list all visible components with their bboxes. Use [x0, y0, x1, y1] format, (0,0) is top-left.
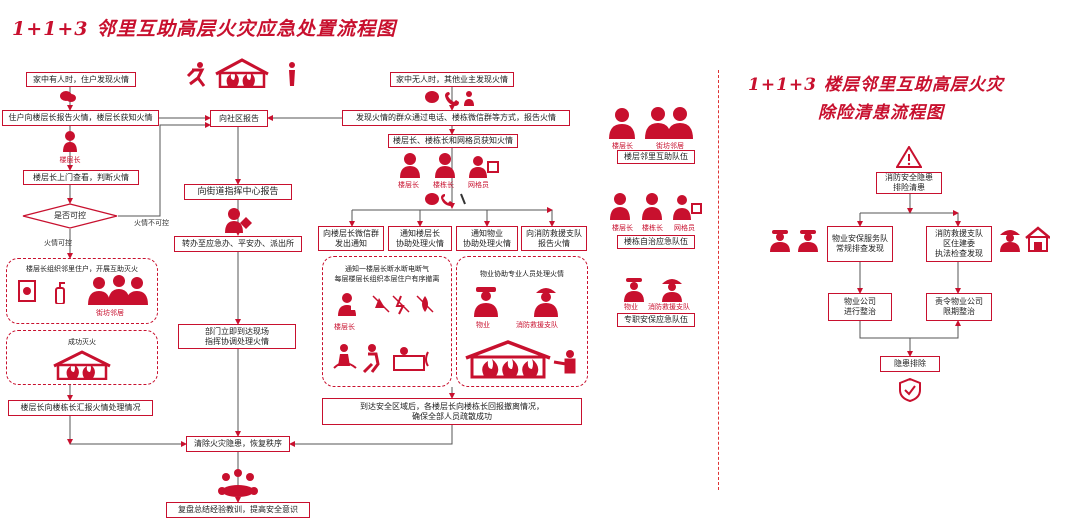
property-text: 物业协助专业人员处理火情 — [480, 270, 564, 278]
shield-check-icon — [899, 378, 921, 402]
role-building-leader: 楼栋长 — [433, 181, 454, 189]
mass-report-box: 发现火情的群众通过电话、楼栋微信群等方式，报告火情 — [342, 110, 570, 126]
extinguisher-icon — [55, 282, 65, 304]
meeting-icon — [218, 469, 258, 497]
fire-team-label: 消防救援支队 — [516, 321, 558, 329]
team2-role-1: 楼层长 — [612, 224, 633, 232]
team1-icon — [609, 107, 693, 139]
success-label: 成功灭火 — [68, 338, 96, 346]
property-group — [456, 256, 588, 387]
role-grid-member: 网格员 — [468, 181, 489, 189]
home-someone-box: 家中有人时，住户发现火情 — [26, 72, 136, 87]
roles-icon — [400, 153, 499, 178]
team1-role-1: 楼层长 — [612, 142, 633, 150]
uncontrollable-label: 火情不可控 — [134, 219, 169, 227]
team1-role-2: 街坊邻居 — [656, 142, 684, 150]
right-title-line1: 1+1+3 楼层邻里互助高层火灾 — [748, 75, 1004, 95]
controllable-label: 火情可控 — [44, 239, 72, 247]
report-floor-box: 住户向楼层长报告火情，楼层长获知火情 — [2, 110, 159, 126]
property-fix-box: 物业公司 进行整治 — [828, 293, 892, 321]
team3-box: 专职安保应急队伍 — [617, 313, 695, 327]
fire-team-box: 向消防救援支队 报告火情 — [521, 226, 587, 251]
evac-role-label: 楼层长 — [334, 323, 355, 331]
clear-box: 清除火灾隐患，恢复秩序 — [186, 436, 290, 452]
section-divider — [718, 70, 719, 490]
house-fire-icon — [465, 340, 576, 379]
success-group — [6, 330, 158, 385]
fire-hydrant-icon — [18, 280, 36, 302]
house-fire-icon — [53, 350, 111, 380]
evac-icons — [338, 293, 434, 316]
removed-box: 隐患排除 — [880, 356, 940, 372]
summary-box: 复盘总结经验教训，提高安全意识 — [166, 502, 310, 518]
home-none-box: 家中无人时，其他业主发现火情 — [390, 72, 514, 87]
notify-property-box: 通知物业 协助处理火情 — [456, 226, 518, 251]
decision-diamond — [22, 203, 118, 229]
team1-box: 楼层邻里互助队伍 — [617, 150, 695, 164]
wechat-box: 向楼层长微信群 发出通知 — [318, 226, 384, 251]
order-fix-box: 责令物业公司 限期整治 — [926, 293, 992, 321]
transfer-box: 转办至应急办、平安办、派出所 — [174, 236, 302, 252]
team2-box: 楼栋自治应急队伍 — [617, 235, 695, 249]
floor-leader-label: 楼层长 — [59, 156, 81, 164]
team2-role-3: 网格员 — [674, 224, 695, 232]
running-person-icon — [186, 62, 206, 87]
contact-icons — [425, 91, 474, 106]
warning-icon — [896, 146, 922, 168]
check-box: 楼层长上门查看，判断火情 — [23, 170, 139, 185]
firefighter-building-icon — [1000, 226, 1050, 252]
role-floor-leader: 楼层长 — [398, 181, 419, 189]
house-fire-icon — [215, 58, 269, 88]
decision-label: 是否可控 — [54, 211, 86, 220]
contact-icons — [425, 193, 466, 206]
safe-area-box: 到达安全区域后，各楼层长向楼栋长回报撤离情况， 确保全部人员疏散成功 — [322, 398, 582, 425]
street-box: 向街道指挥中心报告 — [184, 184, 292, 200]
main-title: 1+1+3 邻里互助高层火灾应急处置流程图 — [12, 18, 397, 40]
floor-leader-icon — [63, 131, 77, 152]
organize-group — [6, 258, 158, 324]
notify-floor-box: 通知楼层长 协助处理火情 — [388, 226, 452, 251]
hazard-box: 消防安全隐患 排险清患 — [876, 172, 942, 194]
security-box: 物业安保服务队 常规排查发现 — [827, 226, 893, 262]
team3-role-1: 物业 — [624, 303, 638, 311]
know-box: 楼层长、楼栋长和网格员获知火情 — [388, 134, 518, 148]
extinguisher-person-icon — [289, 62, 295, 86]
chat-icon — [60, 91, 76, 102]
organize-text: 楼层长组织邻里住户，开展互助灭火 — [26, 265, 138, 273]
officer-icon — [225, 208, 252, 233]
right-title-line2: 除险清患流程图 — [818, 103, 944, 123]
property-label: 物业 — [476, 321, 490, 329]
evac-group — [322, 256, 452, 387]
property-fire-icons — [474, 287, 558, 317]
security-team-icon — [770, 230, 818, 252]
evacuation-scene-icons — [333, 344, 429, 374]
neighbors-icon — [88, 275, 148, 305]
community-box: 向社区报告 — [210, 110, 268, 127]
team2-role-2: 楼栋长 — [642, 224, 663, 232]
dept-box: 部门立即到达现场 指挥协调处理火情 — [178, 324, 296, 349]
neighbors-label: 街坊邻居 — [96, 309, 124, 317]
evac-text: 通知一楼层长断水断电断气 每层楼层长组织本层住户有序撤离 — [334, 265, 440, 283]
report-building-box: 楼层长向楼栋长汇报火情处理情况 — [8, 400, 153, 416]
team2-icon — [610, 193, 702, 220]
team3-role-2: 消防救援支队 — [648, 303, 690, 311]
team3-icon — [624, 278, 682, 302]
firecheck-box: 消防救援支队 区住建委 执法检查发现 — [926, 226, 992, 262]
